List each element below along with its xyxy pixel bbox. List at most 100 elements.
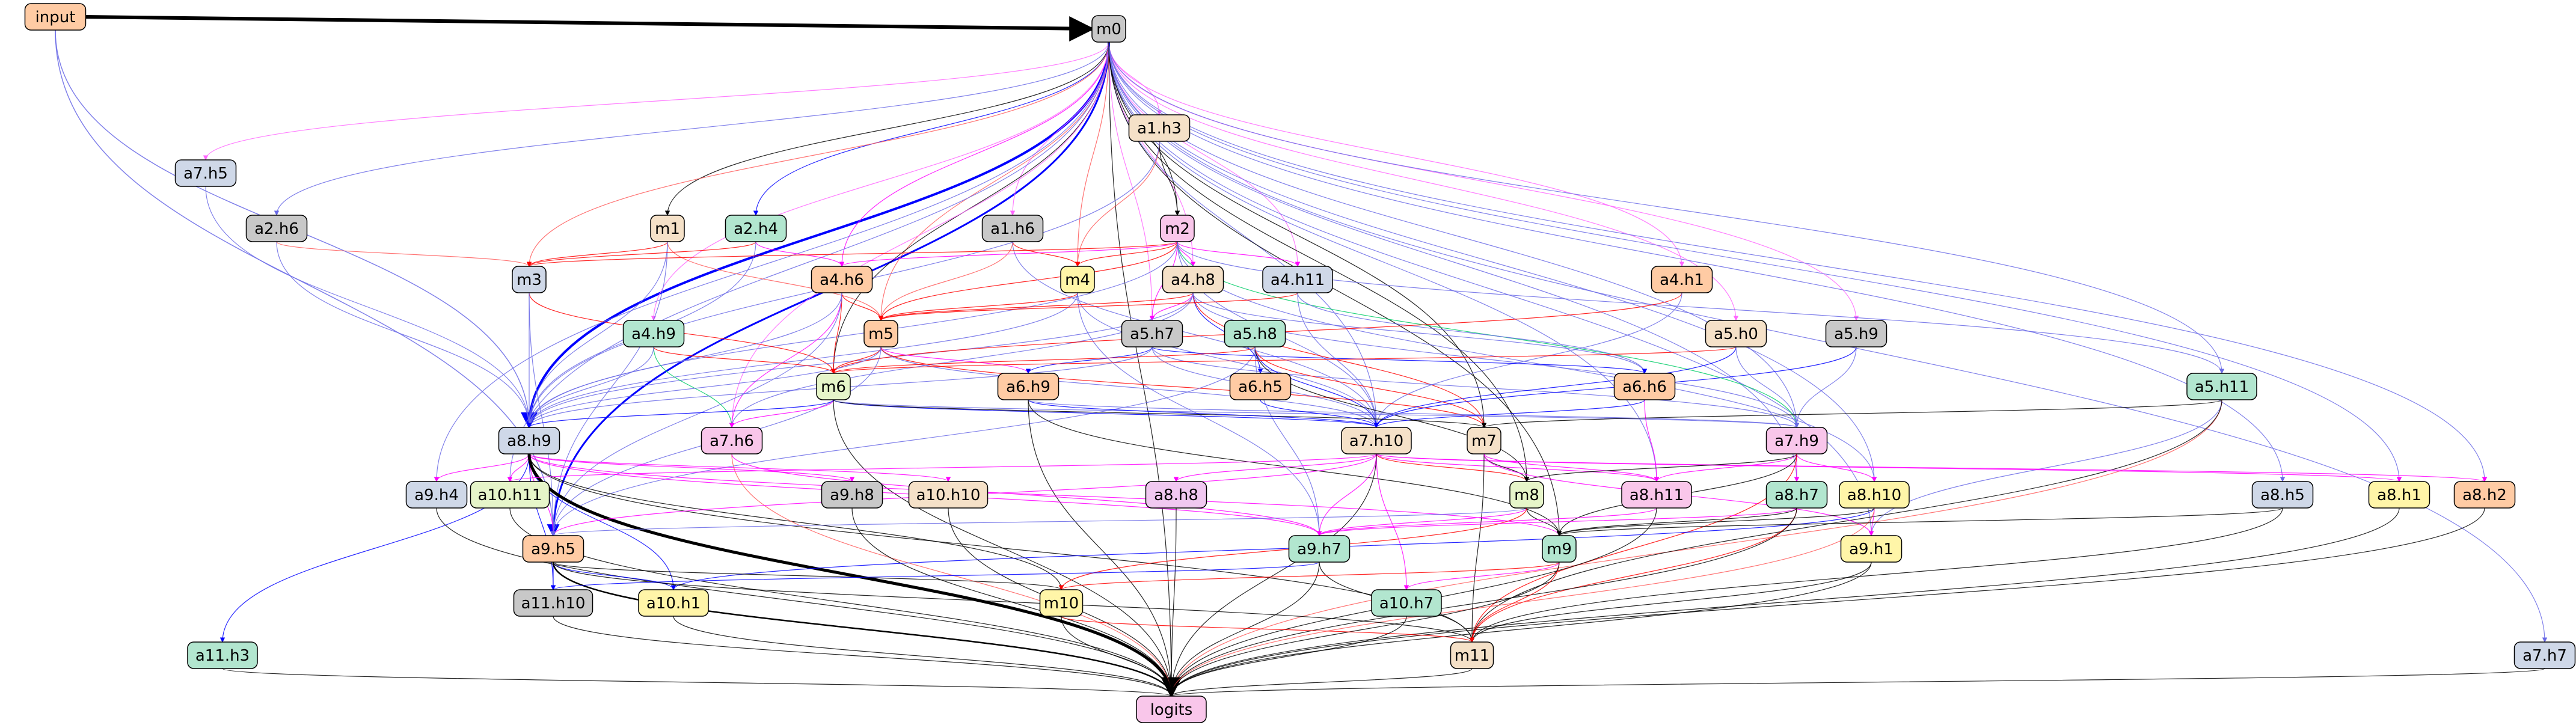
- node-box: [1509, 481, 1544, 509]
- edge-m5-to-a6-h9: [880, 346, 1031, 374]
- edge-a10-h7-to-logits: [1168, 616, 1407, 697]
- node-box: [821, 481, 883, 509]
- edge-a8-h7-to-a9-h7: [1317, 507, 1797, 536]
- edge-a1-h6-to-a7-h10: [1012, 241, 1379, 428]
- node-box: [2368, 481, 2430, 509]
- node-box: [2453, 481, 2516, 509]
- node-label: a2.h4: [734, 220, 778, 238]
- edge-a8-h5-to-m9: [1557, 507, 2283, 536]
- node-box: [981, 215, 1044, 242]
- node-box: [522, 535, 584, 563]
- node-box: [622, 320, 685, 347]
- graph-node-a10-h7: a10.h7: [1371, 589, 1442, 617]
- node-box: [1128, 114, 1191, 142]
- edge-a7-h9-to-m8: [1524, 453, 1797, 482]
- node-label: a9.h7: [1297, 540, 1342, 558]
- node-label: a8.h7: [1774, 486, 1819, 504]
- edge-a7-h10-to-logits: [1168, 453, 1377, 697]
- node-box: [1621, 481, 1692, 509]
- edge-a9-h1-to-m11: [1469, 561, 1872, 643]
- node-box: [1839, 481, 1910, 509]
- graph-node-m10: m10: [1039, 589, 1084, 617]
- node-box: [1840, 535, 1903, 563]
- node-box: [811, 266, 873, 293]
- node-box: [638, 589, 709, 617]
- graph-node-a9-h7: a9.h7: [1288, 535, 1351, 563]
- edge-a8-h11-to-a9-h7: [1316, 507, 1657, 536]
- node-label: a7.h7: [2522, 647, 2567, 665]
- edge-a2-h4-to-m3: [526, 241, 756, 267]
- edge-a8-h8-to-logits: [1168, 507, 1177, 697]
- edge-a2-h6-to-a8-h9: [276, 241, 532, 428]
- edge-a8-h9-to-m9: [529, 453, 1562, 536]
- edge-m0-to-a2-h4: [753, 41, 1109, 216]
- edge-a4-h9-to-m6: [653, 346, 836, 374]
- edge-a6-h9-to-m9: [1028, 399, 1562, 536]
- node-box: [1825, 320, 1888, 347]
- graph-node-a6-h9: a6.h9: [997, 373, 1060, 400]
- node-box: [1039, 589, 1084, 617]
- node-label: a6.h5: [1238, 378, 1283, 396]
- node-label: input: [35, 8, 76, 26]
- node-label: m6: [821, 378, 846, 396]
- node-box: [1091, 15, 1126, 43]
- graph-node-a11-h10: a11.h10: [513, 589, 593, 617]
- edge-a7-h5-to-a8-h9: [205, 186, 532, 428]
- node-box: [1450, 641, 1494, 669]
- node-label: a5.h7: [1130, 325, 1174, 343]
- node-box: [816, 373, 851, 400]
- edge-a9-h5-to-m10: [553, 561, 1064, 590]
- edge-layer: [55, 15, 2548, 699]
- node-label: m8: [1514, 486, 1539, 504]
- edge-a5-h9-to-a7-h9: [1794, 346, 1857, 428]
- edge-a8-h7-to-m9: [1556, 507, 1797, 536]
- edge-a6-h9-to-a7-h9: [1028, 399, 1799, 428]
- node-label: a8.h11: [1630, 486, 1684, 504]
- graph-node-a4-h8: a4.h8: [1162, 266, 1224, 293]
- edge-m0-to-a2-h6: [274, 41, 1109, 216]
- graph-node-logits: logits: [1136, 696, 1207, 723]
- edge-a7-h10-to-a8-h1: [1376, 453, 2402, 482]
- edge-a7-h7-to-logits: [1169, 668, 2545, 697]
- edge-m2-to-m3: [527, 241, 1178, 267]
- node-label: m0: [1096, 20, 1121, 38]
- edge-a9-h5-to-a10-h1: [553, 561, 676, 590]
- node-box: [1288, 535, 1351, 563]
- node-label: a5.h11: [2195, 378, 2249, 396]
- edge-m6-to-a7-h6: [729, 399, 834, 428]
- graph-node-a4-h11: a4.h11: [1262, 266, 1333, 293]
- graph-node-m3: m3: [512, 266, 547, 293]
- graph-node-a6-h6: a6.h6: [1613, 373, 1676, 400]
- edge-a2-h4-to-a4-h6: [755, 241, 845, 267]
- edge-a2-h6-to-m3: [276, 241, 532, 267]
- node-label: a5.h0: [1714, 325, 1758, 343]
- edge-m0-to-a7-h5: [203, 41, 1109, 161]
- node-label: a2.h6: [254, 220, 299, 238]
- node-label: a10.h10: [916, 486, 981, 504]
- edge-m5-to-a7-h10: [880, 346, 1379, 428]
- edge-a5-h11-to-a9-h1: [1868, 399, 2222, 536]
- edge-m0-to-a5-h7: [1108, 41, 1155, 321]
- edge-a5-h7-to-a6-h9: [1025, 346, 1153, 374]
- edge-a1-h3-to-m2: [1159, 141, 1180, 216]
- edge-m0-to-a9-h4: [434, 41, 1109, 482]
- edge-a9-h4-to-logits: [436, 507, 1174, 697]
- edge-a5-h8-to-m6: [831, 346, 1256, 374]
- edge-m9-to-m11: [1469, 561, 1560, 643]
- graph-node-a8-h11: a8.h11: [1621, 481, 1692, 509]
- edge-a7-h10-to-a8-h11: [1376, 453, 1660, 482]
- graph-node-a9-h8: a9.h8: [821, 481, 883, 509]
- node-label: a8.h2: [2462, 486, 2507, 504]
- edge-a5-h11-to-m7: [1482, 399, 2222, 428]
- edge-m0-to-a8-h1: [1108, 41, 2402, 482]
- graph-node-a2-h6: a2.h6: [245, 215, 308, 242]
- node-label: m4: [1065, 271, 1090, 289]
- node-box: [245, 215, 308, 242]
- edge-a8-h1-to-logits: [1168, 507, 2400, 697]
- edge-m6-to-a8-h9: [526, 399, 834, 428]
- edge-a4-h8-to-m7: [1192, 292, 1487, 428]
- node-label: a10.h11: [478, 486, 542, 504]
- edge-m1-to-m3: [526, 241, 668, 267]
- node-box: [2186, 373, 2257, 400]
